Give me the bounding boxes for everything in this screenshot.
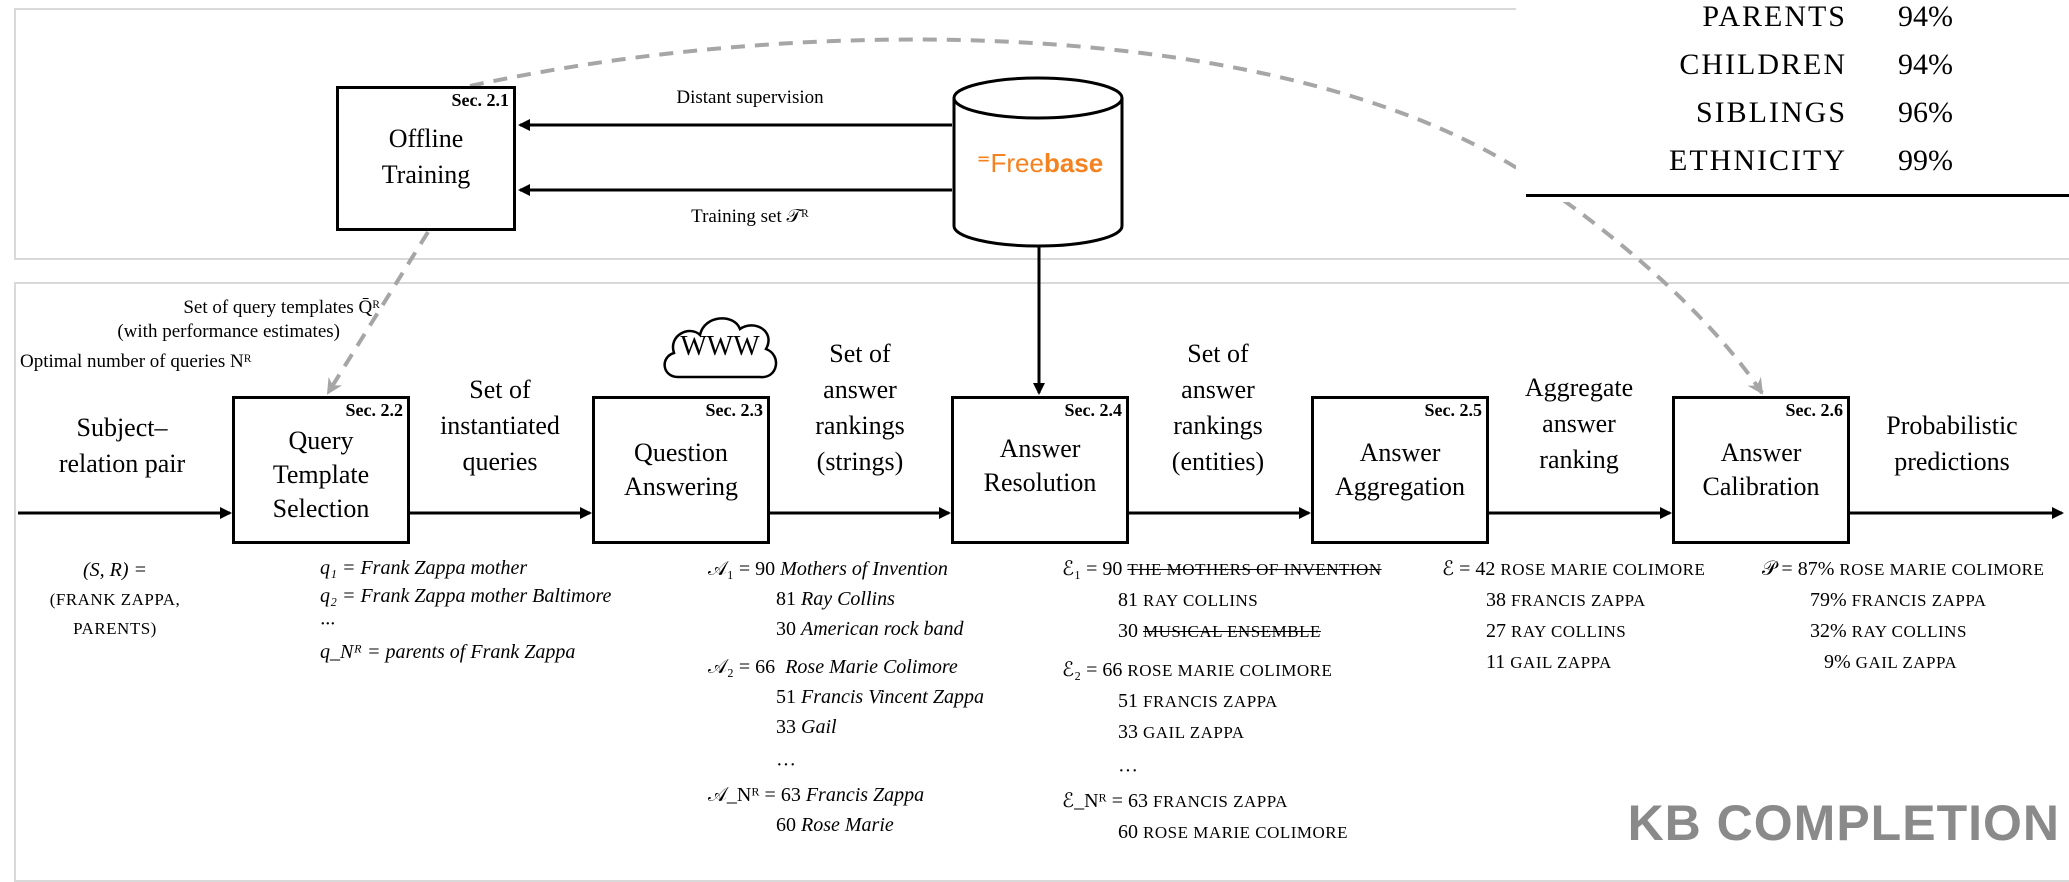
input-label: Subject– relation pair bbox=[58, 413, 186, 478]
table-rule bbox=[1526, 194, 2069, 197]
answer-resolution-box: Sec. 2.4 Answer Resolution bbox=[951, 396, 1129, 544]
answer-aggregation-box: Sec. 2.5 Answer Aggregation bbox=[1311, 396, 1489, 544]
probabilities-example: 𝒫 = 87% ROSE MARIE COLIMORE 79% FRANCIS … bbox=[1762, 558, 2045, 673]
question-answering-box: Sec. 2.3 Question Answering bbox=[592, 396, 770, 544]
queries-example: q₁ = Frank Zappa mother q₂ = Frank Zappa… bbox=[320, 557, 612, 663]
list-item: 𝒜₁ = 90 Mothers of Invention bbox=[708, 558, 948, 580]
offline-training-box: Sec. 2.1 Offline Training bbox=[336, 86, 516, 231]
freebase-logo-icon: ⁼ bbox=[976, 148, 991, 178]
training-set-label: Training set 𝒯ᴿ bbox=[691, 206, 809, 227]
aggregate-example: ℰ = 42 ROSE MARIE COLIMORE 38 FRANCIS ZA… bbox=[1442, 558, 1706, 673]
aggregate-ranking-label: Aggregate answer ranking bbox=[1524, 373, 1634, 474]
entities-example: ℰ₁ = 90 THE MOTHERS OF INVENTION 81 RAY … bbox=[1062, 558, 1382, 843]
templates-note: Set of query templates Q̄ᴿ (with perform… bbox=[20, 297, 380, 372]
calibration-dashed-arc bbox=[469, 37, 1764, 395]
entity-rankings-label: Set of answer rankings (entities) bbox=[1171, 339, 1265, 476]
strings-example: 𝒜₁ = 90 Mothers of Invention 81 Ray Coll… bbox=[708, 554, 984, 840]
relation-accuracy-table: PARENTS 94% CHILDREN 94% SIBLINGS 96% ET… bbox=[1516, 0, 2069, 202]
answer-calibration-box: Sec. 2.6 Answer Calibration bbox=[1672, 396, 1850, 544]
query-template-selection-box: Sec. 2.2 Query Template Selection bbox=[232, 396, 410, 544]
distant-supervision-label: Distant supervision bbox=[676, 87, 824, 108]
freebase-logo: ⁼Freebase bbox=[976, 148, 1104, 178]
string-rankings-label: Set of answer rankings (strings) bbox=[815, 339, 905, 476]
database-cylinder-icon bbox=[952, 76, 1124, 248]
freebase-database: ⁼Freebase bbox=[952, 76, 1124, 248]
instantiated-queries-label: Set of instantiated queries bbox=[440, 375, 560, 476]
connector-lines bbox=[18, 37, 2064, 519]
top-panel bbox=[14, 8, 2069, 260]
www-cloud: WWW bbox=[656, 305, 784, 391]
section-watermark: KB COMPLETION bbox=[1627, 795, 2060, 851]
templates-dashed-arrow bbox=[326, 230, 430, 395]
probabilistic-predictions-label: Probabilistic predictions bbox=[1886, 411, 2018, 476]
cloud-icon bbox=[663, 317, 778, 379]
input-example: (S, R) = (FRANK ZAPPA, PARENTS) bbox=[49, 559, 181, 638]
